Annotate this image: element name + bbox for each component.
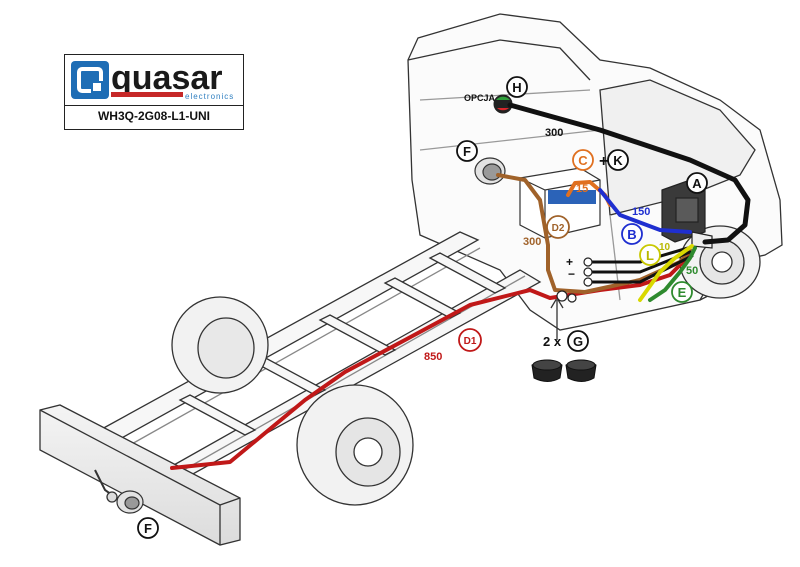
option-label: OPCJA xyxy=(464,93,496,103)
marker-g: G xyxy=(567,330,589,352)
marker-d2: D2 xyxy=(546,215,570,239)
wire-h xyxy=(507,102,751,245)
c-cable-length: 15 xyxy=(576,183,588,195)
wire-ground-1 xyxy=(590,246,690,264)
vehicle-chassis xyxy=(39,231,542,546)
quasar-logo-icon xyxy=(71,61,109,99)
svg-text:K: K xyxy=(613,153,623,168)
product-code: WH3Q-2G08-L1-UNI xyxy=(97,109,210,123)
plus-terminal-label: + xyxy=(566,255,573,269)
svg-text:B: B xyxy=(627,227,636,242)
marker-b: B xyxy=(621,223,643,245)
ring-terminals xyxy=(556,257,593,303)
marker-f-bottom: F xyxy=(137,517,159,539)
brand-logo-box: quasar electronics WH3Q-2G08-L1-UNI xyxy=(64,54,244,130)
marker-e: E xyxy=(671,281,693,303)
grommets xyxy=(531,359,597,382)
svg-text:C: C xyxy=(578,153,588,168)
marker-f-top: F xyxy=(456,140,478,162)
brand-underline xyxy=(111,92,183,97)
brand-name: quasar xyxy=(111,59,223,97)
brand-tagline: electronics xyxy=(185,92,235,101)
control-module xyxy=(661,179,713,249)
d1-cable-length: 850 xyxy=(424,351,442,363)
socket-bottom xyxy=(116,490,144,514)
battery xyxy=(519,167,601,239)
svg-text:F: F xyxy=(144,521,152,536)
svg-text:A: A xyxy=(692,176,702,191)
wire-ground-3 xyxy=(590,254,694,284)
e-cable-length: 50 xyxy=(686,265,698,277)
socket-top xyxy=(474,157,506,185)
marker-l: L xyxy=(639,244,661,266)
h-cable-length: 300 xyxy=(545,127,563,139)
grommet-quantity: 2 x xyxy=(543,334,562,349)
rear-wheels xyxy=(171,296,414,506)
marker-k: K xyxy=(607,149,629,171)
marker-c: C xyxy=(572,149,594,171)
svg-text:F: F xyxy=(463,144,471,159)
svg-text:D2: D2 xyxy=(552,223,565,234)
wire-b xyxy=(598,188,692,234)
b-cable-length: 150 xyxy=(632,206,650,218)
svg-text:L: L xyxy=(646,248,654,263)
wire-l xyxy=(638,244,694,302)
minus-terminal-label: − xyxy=(568,267,575,281)
svg-text:D1: D1 xyxy=(464,336,477,347)
svg-text:E: E xyxy=(678,285,687,300)
d2-cable-length: 300 xyxy=(523,236,541,248)
svg-text:G: G xyxy=(573,334,583,349)
wire-e xyxy=(648,246,697,302)
l-cable-length: 10 xyxy=(659,242,671,253)
svg-text:H: H xyxy=(512,80,521,95)
marker-h: H xyxy=(506,76,528,98)
marker-d1: D1 xyxy=(458,328,482,352)
brand-logo: quasar electronics xyxy=(65,55,243,106)
marker-a: A xyxy=(686,172,708,194)
wire-d1 xyxy=(170,253,692,470)
plus-sign: + xyxy=(599,153,608,170)
